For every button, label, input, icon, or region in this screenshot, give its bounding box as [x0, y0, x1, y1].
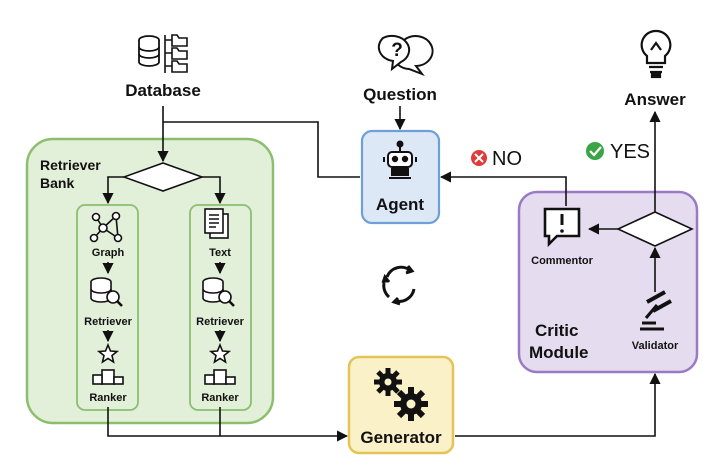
retriever-left-label: Retriever — [84, 316, 132, 328]
gavel-icon — [640, 290, 672, 331]
svg-text:?: ? — [391, 40, 403, 61]
folder-tree-icon — [164, 34, 188, 73]
ranker-right-label: Ranker — [201, 392, 239, 404]
text-label: Text — [209, 247, 231, 259]
arrow-generator-to-validator — [455, 372, 661, 437]
gears-icon — [374, 368, 428, 421]
graph-network-icon — [89, 211, 123, 243]
retriever-bank-label-line2: Bank — [40, 175, 75, 191]
generator-label: Generator — [360, 428, 442, 447]
retriever-right-label: Retriever — [196, 316, 244, 328]
retriever-bank-label-line1: Retriever — [40, 157, 101, 173]
database-search-icon — [202, 277, 235, 307]
critic-module-label-line2: Module — [529, 343, 589, 362]
arrow-diamond-to-text — [202, 176, 226, 205]
answer-label: Answer — [624, 90, 686, 109]
no-label: NO — [492, 148, 522, 170]
database-icon — [138, 35, 160, 67]
arrow-critic-to-agent — [439, 171, 567, 206]
star-podium-icon — [204, 342, 236, 385]
commentor-label: Commentor — [531, 255, 593, 267]
database-label: Database — [125, 81, 201, 100]
text-document-icon — [204, 208, 229, 239]
cycle-arrows-icon — [381, 265, 416, 306]
alert-comment-icon — [543, 207, 581, 248]
star-podium-icon — [92, 342, 124, 385]
retriever-decision-diamond — [121, 162, 205, 192]
yes-label: YES — [610, 141, 651, 163]
robot-icon — [383, 140, 417, 179]
arrow-diamond-to-graph — [102, 176, 124, 205]
check-circle-icon — [586, 142, 604, 160]
arrow-graph-to-generator — [107, 407, 349, 442]
ranker-left-label: Ranker — [89, 392, 127, 404]
lightbulb-icon — [640, 29, 672, 79]
agent-label: Agent — [375, 195, 425, 214]
critic-module-label-line1: Critic — [535, 321, 579, 340]
graph-label: Graph — [91, 247, 125, 259]
database-search-icon — [90, 277, 123, 307]
question-label: Question — [363, 85, 437, 104]
question-bubble-icon: ? — [377, 34, 434, 77]
line-database-to-agent — [163, 121, 360, 178]
x-circle-icon — [471, 150, 487, 166]
validator-label: Validator — [631, 340, 679, 352]
critic-decision-diamond — [616, 211, 694, 247]
